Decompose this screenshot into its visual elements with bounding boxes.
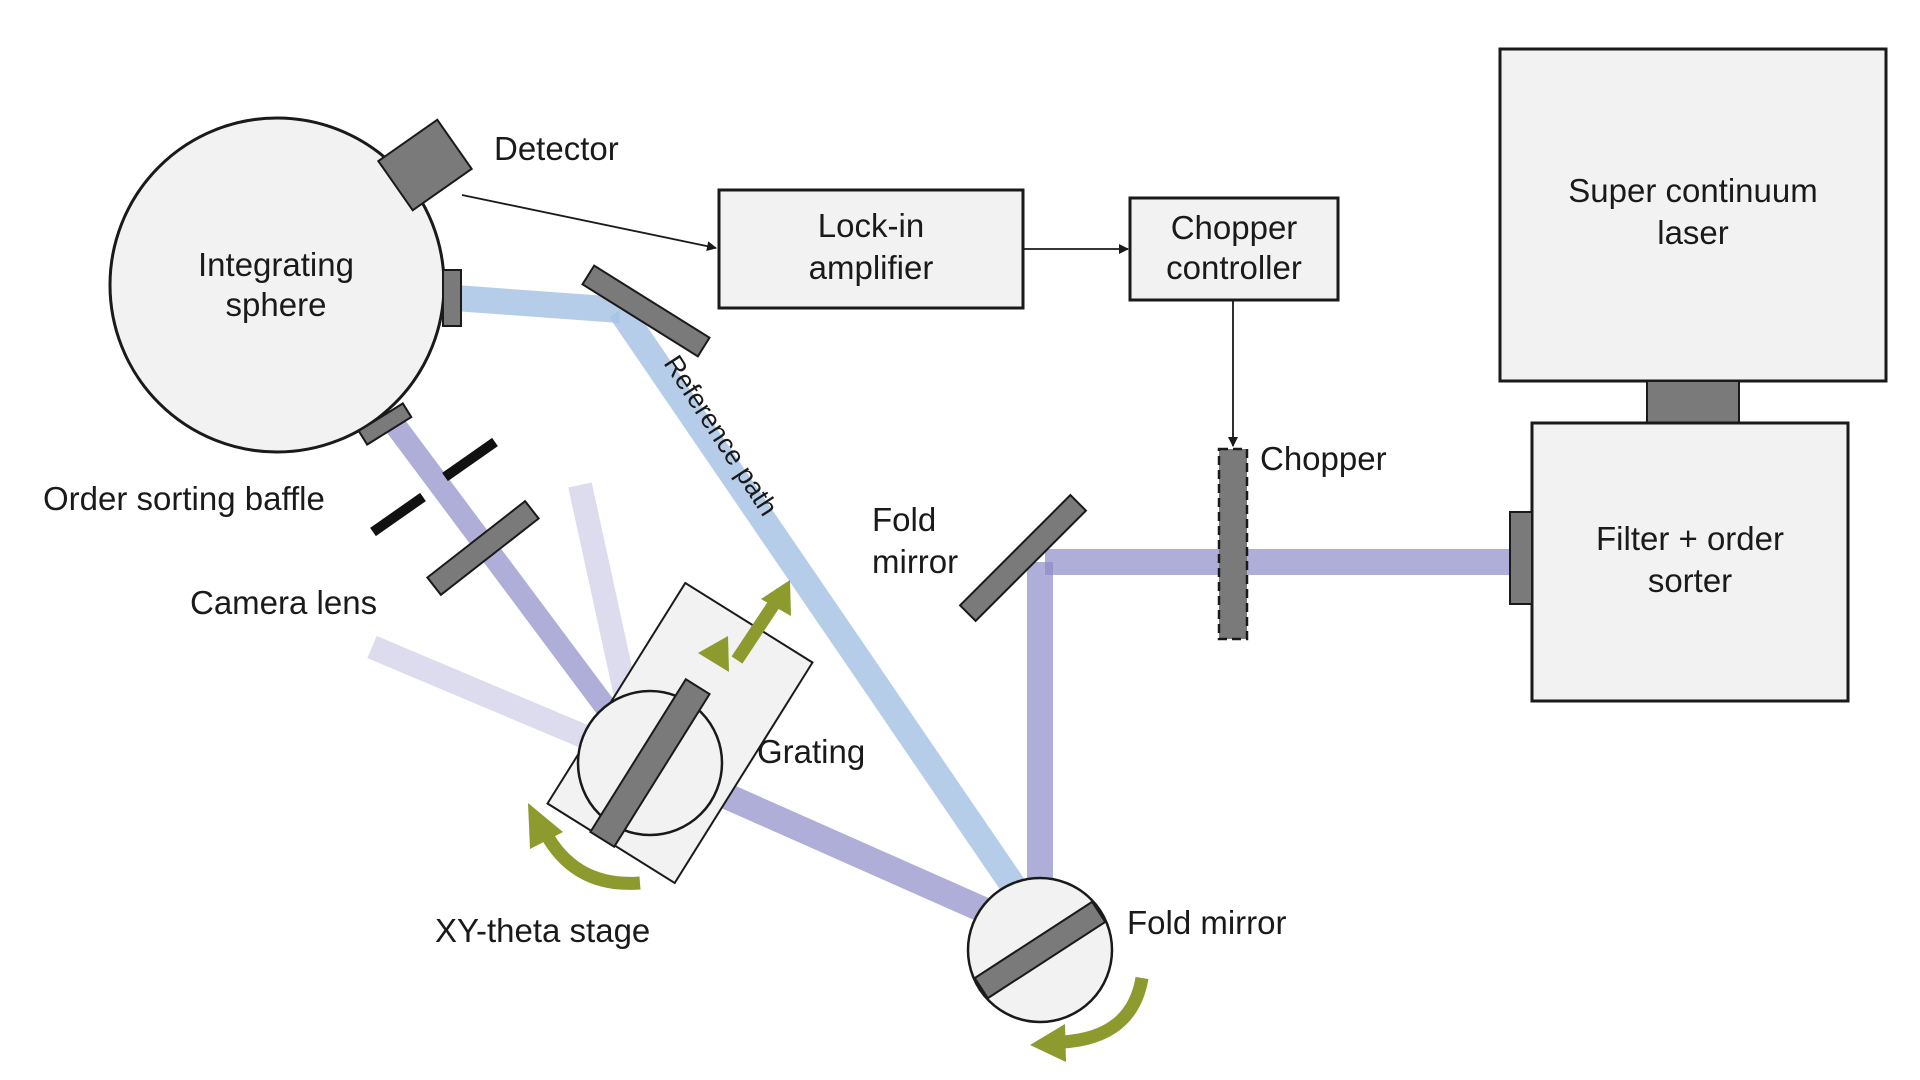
filter-order-sorter: Filter + order sorter xyxy=(1509,421,1850,703)
laser-label-line2: laser xyxy=(1657,214,1729,251)
chopper-controller: Chopper controller xyxy=(1128,196,1340,302)
xy-theta-stage xyxy=(546,581,814,885)
fold-mirror-bottom-element xyxy=(973,900,1107,1000)
signal-connections xyxy=(461,194,1238,447)
fold-mirror-bottom xyxy=(966,876,1114,1024)
fold-mirror-rotation-arrow xyxy=(1030,976,1149,1062)
filter-label-line2: sorter xyxy=(1648,562,1732,599)
integrating-sphere-label-line1: Integrating xyxy=(198,246,354,283)
fold-mirror-top-label-line1: Fold xyxy=(872,501,936,538)
grating-label: Grating xyxy=(757,733,865,770)
order-sorting-baffle xyxy=(370,437,498,537)
filter-output-port xyxy=(1509,511,1533,605)
super-continuum-laser: Super continuum laser xyxy=(1498,47,1888,383)
sphere-sample-port xyxy=(357,402,413,446)
lock-in-label-line1: Lock-in xyxy=(818,207,924,244)
integrating-sphere-label-line2: sphere xyxy=(226,286,327,323)
detector-label: Detector xyxy=(494,130,619,167)
reference-path-label: Reference path xyxy=(658,350,784,521)
grating-to-sphere-beam xyxy=(386,418,654,767)
reference-mirror xyxy=(581,264,711,358)
camera-lens xyxy=(425,499,541,597)
lock-in-label-line2: amplifier xyxy=(809,249,934,286)
reference-beam-to-sphere xyxy=(454,285,621,323)
chopper-controller-label-line1: Chopper xyxy=(1171,209,1298,246)
fold-mirror-top-label-line2: mirror xyxy=(872,543,958,580)
chopper-label: Chopper xyxy=(1260,440,1387,477)
xy-theta-stage-label: XY-theta stage xyxy=(435,912,650,949)
chopper-controller-label-line2: controller xyxy=(1166,249,1302,286)
detector-to-lockin-arrow xyxy=(461,194,717,252)
stage-rotation-arrow xyxy=(528,803,641,890)
camera-lens-label: Camera lens xyxy=(190,584,377,621)
filter-label-line1: Filter + order xyxy=(1596,520,1784,557)
sphere-reference-port xyxy=(442,269,462,327)
fold-mirror-top xyxy=(958,493,1088,623)
chopper-wheel xyxy=(1217,447,1249,641)
grating-element xyxy=(589,677,711,849)
order-sorting-baffle-label: Order sorting baffle xyxy=(43,480,325,517)
lock-in-amplifier: Lock-in amplifier xyxy=(717,188,1025,310)
stage-translation-arrow xyxy=(698,580,791,672)
fold-mirror-bottom-label: Fold mirror xyxy=(1127,904,1287,941)
detector-body xyxy=(376,118,474,212)
laser-label-line1: Super continuum xyxy=(1568,172,1817,209)
reference-beam-diagonal xyxy=(609,302,1051,933)
laser-coupler xyxy=(1646,380,1740,424)
